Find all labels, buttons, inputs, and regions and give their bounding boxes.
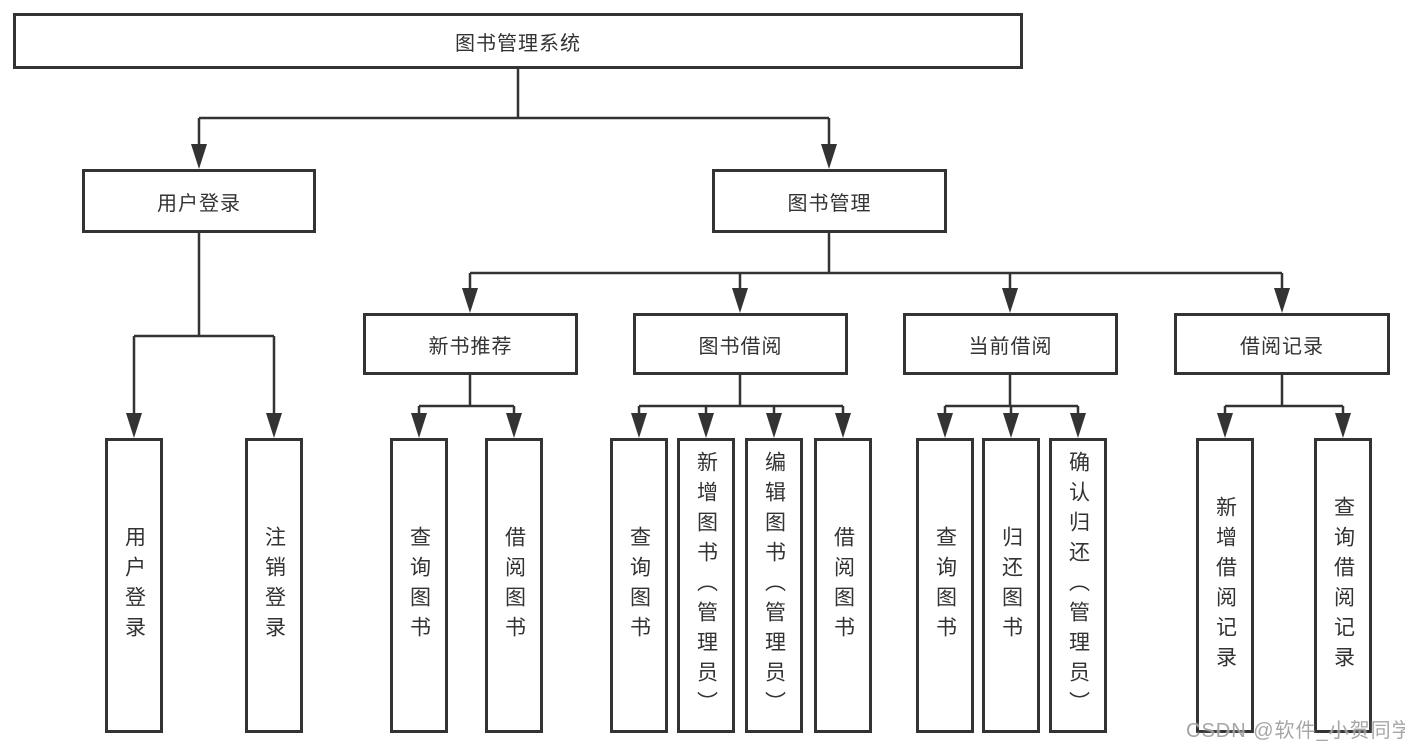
- edge-new-book-to-leaves: [417, 375, 516, 416]
- leaf-label: 用户登录: [122, 525, 146, 646]
- leaf-query-books: 查询图书: [916, 438, 974, 733]
- leaf-label: 查询图书: [407, 525, 431, 646]
- leaf-query-books: 查询图书: [610, 438, 668, 733]
- leaf-label: 注销登录: [262, 525, 286, 646]
- node-borrow-records: 借阅记录: [1174, 313, 1390, 375]
- arrowhead-icon: [411, 413, 427, 438]
- leaf-add-books-admin: 新增图书（管理员）: [677, 438, 735, 733]
- edge-root-to-level2: [197, 69, 831, 147]
- node-current-borrow: 当前借阅: [903, 313, 1118, 375]
- edge-user-login-to-leaves: [132, 233, 276, 416]
- tree-edges: [132, 69, 1345, 416]
- arrowhead-icon: [506, 413, 522, 438]
- arrowhead-icon: [1274, 288, 1290, 313]
- arrowhead-icon: [937, 413, 953, 438]
- node-new-book-recommend: 新书推荐: [363, 313, 578, 375]
- leaf-user-login: 用户登录: [105, 438, 163, 733]
- leaf-borrow-books: 借阅图书: [814, 438, 872, 733]
- arrowhead-icon: [126, 413, 142, 438]
- edge-borrow-records-to-leaves: [1223, 375, 1345, 416]
- leaf-label: 查询图书: [627, 525, 651, 646]
- leaf-label: 确认归还（管理员）: [1066, 450, 1090, 721]
- arrowhead-icon: [1070, 413, 1086, 438]
- node-user-login: 用户登录: [82, 169, 316, 233]
- edge-current-borrow-to-leaves: [943, 375, 1080, 416]
- leaf-query-borrow-record: 查询借阅记录: [1314, 438, 1372, 733]
- node-label: 当前借阅: [968, 335, 1053, 358]
- csdn-watermark: CSDN @软件_小贺同学: [1186, 720, 1405, 742]
- leaf-label: 编辑图书（管理员）: [762, 450, 786, 721]
- leaf-query-books: 查询图书: [390, 438, 448, 733]
- leaf-label: 归还图书: [999, 525, 1023, 646]
- leaf-label: 查询图书: [933, 525, 957, 646]
- edge-book-management-to-level3: [468, 233, 1284, 291]
- node-book-borrow: 图书借阅: [633, 313, 848, 375]
- node-label: 图书管理系统: [455, 32, 581, 55]
- arrowhead-icon: [732, 288, 748, 313]
- arrowheads: [126, 144, 1351, 438]
- node-label: 新书推荐: [428, 335, 513, 358]
- node-label: 图书管理: [787, 192, 872, 215]
- edge-book-borrow-to-leaves: [637, 375, 845, 416]
- node-label: 借阅记录: [1240, 335, 1324, 358]
- leaf-edit-books-admin: 编辑图书（管理员）: [745, 438, 803, 733]
- leaf-confirm-return-admin: 确认归还（管理员）: [1049, 438, 1107, 733]
- arrowhead-icon: [821, 144, 837, 169]
- node-label: 图书借阅: [698, 335, 783, 358]
- arrowhead-icon: [631, 413, 647, 438]
- leaf-borrow-books: 借阅图书: [485, 438, 543, 733]
- node-label: 用户登录: [157, 192, 241, 215]
- node-book-management: 图书管理: [712, 169, 947, 233]
- node-root-library-system: 图书管理系统: [13, 13, 1023, 69]
- arrowhead-icon: [462, 288, 478, 313]
- leaf-add-borrow-record: 新增借阅记录: [1196, 438, 1254, 733]
- arrowhead-icon: [766, 413, 782, 438]
- leaf-label: 新增借阅记录: [1213, 495, 1237, 676]
- leaf-label: 借阅图书: [502, 525, 526, 646]
- leaf-return-books: 归还图书: [982, 438, 1040, 733]
- arrowhead-icon: [266, 413, 282, 438]
- leaf-label: 借阅图书: [831, 525, 855, 646]
- arrowhead-icon: [1003, 413, 1019, 438]
- arrowhead-icon: [191, 144, 207, 169]
- arrowhead-icon: [698, 413, 714, 438]
- arrowhead-icon: [1217, 413, 1233, 438]
- leaf-label: 查询借阅记录: [1331, 495, 1355, 676]
- arrowhead-icon: [1002, 288, 1018, 313]
- arrowhead-icon: [1335, 413, 1351, 438]
- leaf-label: 新增图书（管理员）: [694, 450, 718, 721]
- leaf-logout: 注销登录: [245, 438, 303, 733]
- arrowhead-icon: [835, 413, 851, 438]
